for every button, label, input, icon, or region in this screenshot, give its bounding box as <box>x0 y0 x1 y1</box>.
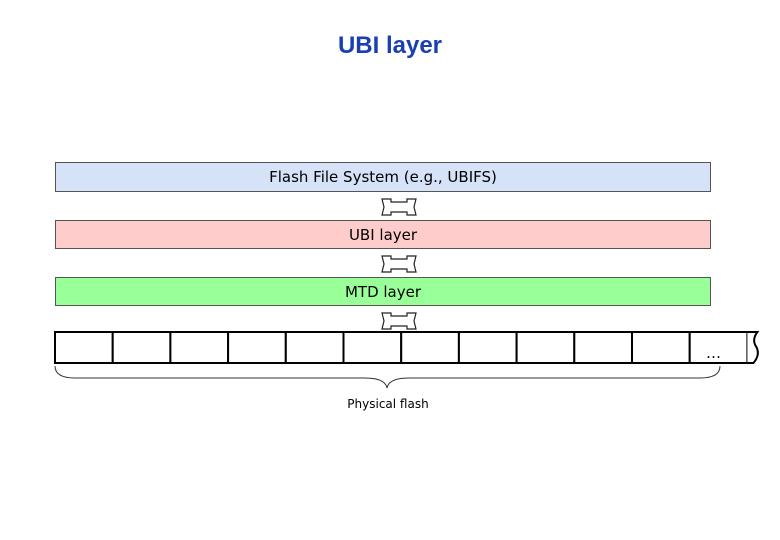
page-title: UBI layer <box>337 32 443 59</box>
flash-ellipsis: … <box>706 344 721 362</box>
flash-blocks <box>54 331 760 364</box>
flash-block <box>227 331 287 364</box>
flash-block <box>515 331 576 364</box>
double-arrow-icon <box>381 312 417 330</box>
file-system-layer: Flash File System (e.g., UBIFS) <box>55 162 711 192</box>
ubi-layer: UBI layer <box>55 220 711 249</box>
flash-block <box>342 331 403 364</box>
double-arrow-icon <box>381 198 417 216</box>
physical-flash-caption: Physical flash <box>347 397 429 411</box>
flash-block <box>111 331 172 364</box>
flash-block <box>169 331 230 364</box>
flash-torn-edge <box>747 331 760 364</box>
flash-block <box>457 331 518 364</box>
flash-block <box>54 331 114 364</box>
flash-block <box>573 331 633 364</box>
flash-block <box>631 331 691 364</box>
double-arrow-icon <box>381 255 417 273</box>
flash-brace <box>54 365 721 389</box>
flash-block <box>284 331 345 364</box>
flash-block <box>400 331 460 364</box>
mtd-layer: MTD layer <box>55 277 711 306</box>
